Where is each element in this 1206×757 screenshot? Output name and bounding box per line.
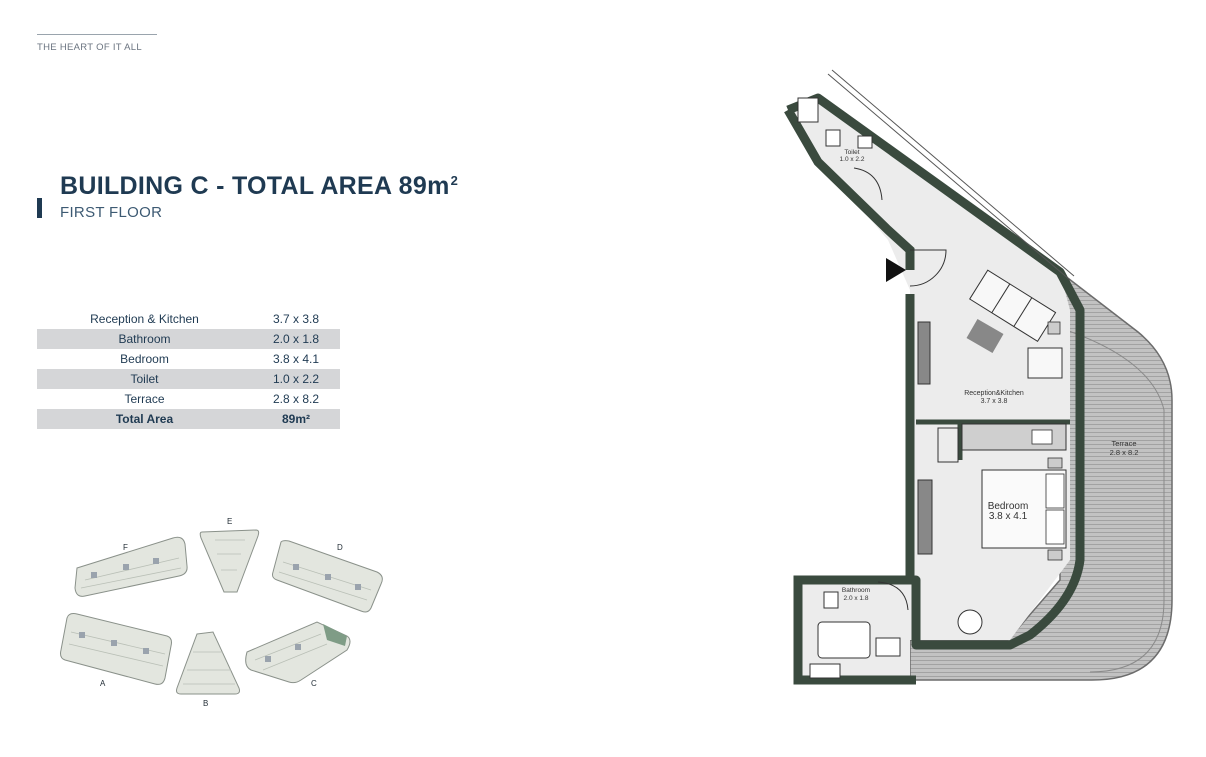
room-name: Bathroom [37,329,252,349]
entry-arrow-icon [886,258,906,282]
table-row: Reception & Kitchen 3.7 x 3.8 [37,309,340,329]
building-label-b: B [203,699,208,708]
unit-marker [325,574,331,580]
building-c-detail [254,633,328,671]
unit-marker [123,564,129,570]
bedroom-dimension: 3.8 x 4.1 [989,511,1028,522]
table-row: Bedroom 3.8 x 4.1 [37,349,340,369]
bathroom-dimension: 2.0 x 1.8 [844,595,869,602]
terrace-label: Terrace [1111,439,1136,448]
eyebrow-text: THE HEART OF IT ALL [37,42,142,53]
table-row: Bathroom 2.0 x 1.8 [37,329,340,349]
sofa-detail [1013,297,1033,327]
unit-marker [79,632,85,638]
unit-marker [111,640,117,646]
room-dimension: 3.7 x 3.8 [272,312,320,326]
building-e-detail [215,539,245,571]
roof-line [827,73,1071,281]
building-f-shape [74,536,188,597]
building-a-detail [68,631,166,667]
building-b-detail [183,651,235,685]
terrace-area [909,270,1173,681]
coffee-table-icon [966,318,1004,354]
unit-marker [293,564,299,570]
building-e-shape [199,529,260,593]
toilet-window [797,97,819,123]
bathroom-toilet-icon [823,591,839,609]
unit-marker [153,558,159,564]
reception-label: Reception&Kitchen [964,390,1024,397]
building-label-f: F [123,543,128,552]
bathroom-door-swing [877,581,909,611]
area-table: Reception & Kitchen 3.7 x 3.8 Bathroom 2… [37,309,340,429]
toilet-dimension: 1.0 x 2.2 [840,156,865,163]
building-b-shape [176,631,240,695]
exterior-wall-south [793,294,916,685]
room-name: Bedroom [120,352,169,366]
room-dimension: 2.0 x 1.8 [252,329,340,349]
total-value: 89m² [252,409,340,429]
room-name: Terrace [124,392,165,406]
room-name: Reception & Kitchen [90,312,199,326]
unit-marker [143,648,149,654]
table-row: Toilet 1.0 x 2.2 [37,369,340,389]
table-row: Terrace 2.8 x 8.2 [37,389,340,409]
pillow-icon [1045,509,1065,545]
bathroom-sink-icon [875,637,901,657]
sofa-icon [969,269,1057,343]
room-dimension: 1.0 x 2.2 [252,369,340,389]
page-subtitle: FIRST FLOOR [60,204,163,221]
page-title: BUILDING C - TOTAL AREA 89m2 [60,172,458,201]
entry-door-swing [909,249,947,287]
toilet-sink-icon [857,135,873,149]
building-c-shape [245,621,351,684]
eyebrow-rule [37,34,157,35]
title-accent-bar [37,198,42,218]
total-label: Total Area [37,409,252,429]
page-title-superscript: 2 [450,172,459,188]
room-dimension: 3.8 x 4.1 [272,352,320,366]
building-key-plan: F E D A B C [60,517,383,708]
armchair-icon [1027,347,1063,379]
kitchen-hob-icon [1031,429,1053,445]
toilet-label: Toilet [844,149,859,156]
pillow-icon [1045,473,1065,509]
exterior-wall [786,93,1085,650]
toilet-bowl-icon [825,129,841,147]
bedroom-wardrobe-icon [917,479,933,555]
unit-marker [91,572,97,578]
reception-dimension: 3.7 x 3.8 [981,398,1008,405]
nightstand-icon [1047,457,1063,469]
unit-marker [265,656,271,662]
exterior-wall-west [784,107,915,270]
nightstand-icon [1047,549,1063,561]
bathroom-vent [809,663,841,679]
terrace-dimension: 2.8 x 8.2 [1110,448,1139,457]
bathroom-label: Bathroom [842,587,870,594]
wardrobe-icon [917,321,931,385]
bedroom-label: Bedroom [988,501,1029,512]
terrace-railing [1065,329,1165,673]
room-dimension: 2.8 x 8.2 [272,392,320,406]
building-f-detail [80,557,182,589]
unit-marker [355,584,361,590]
sofa-detail [991,283,1011,314]
highlighted-unit [323,624,347,646]
table-row-total: Total Area 89m² [37,409,340,429]
building-a-shape [60,613,172,685]
bedroom-plant-icon [957,609,983,635]
side-table-icon [1047,321,1061,335]
toilet-door-swing [853,167,883,201]
building-label-a: A [100,679,106,688]
building-label-c: C [311,679,317,688]
bathtub-icon [817,621,871,659]
room-name: Toilet [37,369,252,389]
building-label-d: D [337,543,343,552]
page-title-text: BUILDING C - TOTAL AREA 89m [60,172,450,200]
unit-marker [295,644,301,650]
kitchen-door [937,427,959,463]
building-label-e: E [227,517,232,526]
roof-line [831,69,1075,277]
unit-floor-plan: Toilet 1.0 x 2.2 Reception&Kitchen 3.7 x… [784,69,1173,685]
